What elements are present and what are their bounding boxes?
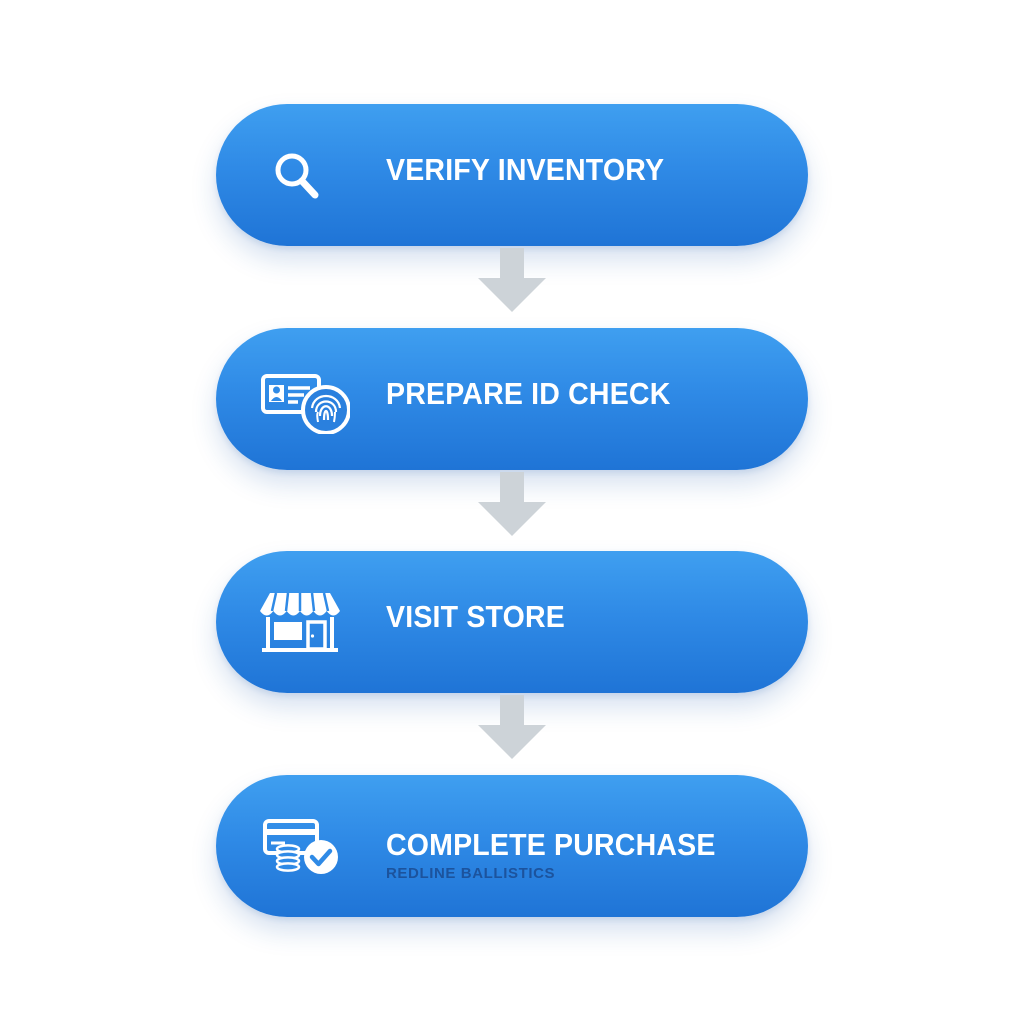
step-visit-store[interactable]: VISIT STORE xyxy=(216,551,808,693)
search-icon xyxy=(275,153,319,199)
step-label: VISIT STORE xyxy=(386,599,565,634)
step-prepare-id-check[interactable]: PREPARE ID CHECK xyxy=(216,328,808,470)
payment-check-icon xyxy=(263,819,338,874)
id-card-fingerprint-icon xyxy=(261,374,350,434)
step-label: PREPARE ID CHECK xyxy=(386,376,671,411)
arrow-down-icon xyxy=(478,695,546,759)
watermark-text: REDLINE BALLISTICS xyxy=(386,865,556,882)
step-label: VERIFY INVENTORY xyxy=(386,152,665,187)
arrow-down-icon xyxy=(478,472,546,536)
storefront-icon xyxy=(260,592,340,652)
step-complete-purchase[interactable]: COMPLETE PURCHASE REDLINE BALLISTICS xyxy=(216,775,808,917)
step-verify-inventory[interactable]: VERIFY INVENTORY xyxy=(216,104,808,246)
arrow-down-icon xyxy=(478,248,546,312)
step-label: COMPLETE PURCHASE xyxy=(386,827,716,862)
